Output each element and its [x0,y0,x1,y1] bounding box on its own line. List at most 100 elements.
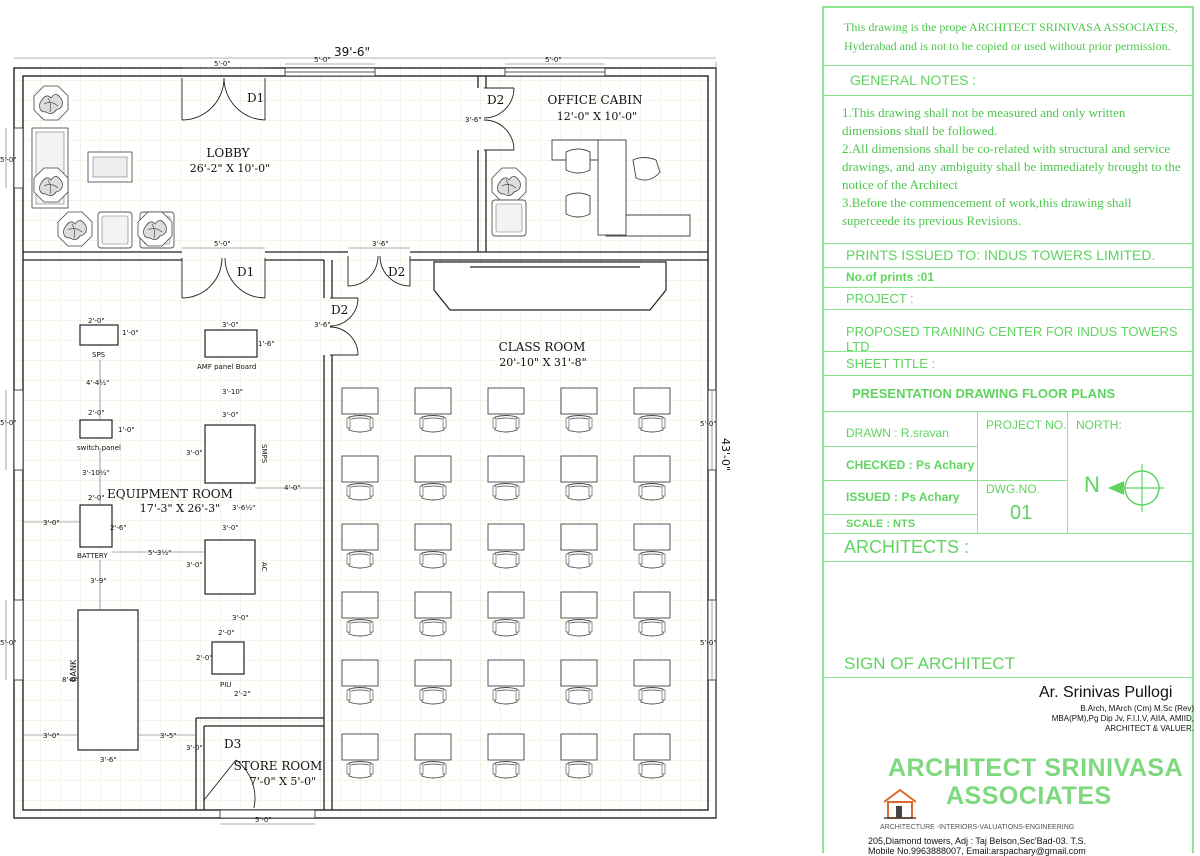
classroom-desk-chair [487,733,525,779]
prints-issued-to: PRINTS ISSUED TO: INDUS TOWERS LIMITED. [846,247,1156,263]
room-office-size: 12'-0" X 10'-0" [557,110,637,123]
svg-text:5'-3½": 5'-3½" [148,549,171,557]
classroom-desk-chair [560,659,598,705]
classroom-desk-chair [560,523,598,569]
label-ac: AC [260,562,268,572]
general-notes-heading: GENERAL NOTES : [850,72,977,88]
sheet-title-row: PRESENTATION DRAWING FLOOR PLANS [824,376,1192,412]
svg-text:3'-10½": 3'-10½" [82,469,110,477]
sheet-title-value: PRESENTATION DRAWING FLOOR PLANS [852,386,1116,401]
room-store-size: 7'-0" X 5'-0" [250,775,316,788]
door-label-d3: D3 [224,737,241,751]
classroom-desk-chair [487,659,525,705]
interior-walls [23,76,708,810]
svg-text:2'-0": 2'-0" [88,317,105,325]
classroom-desk-chair [633,387,671,433]
classroom-desk-chair [414,387,452,433]
classroom-desk-chair [341,387,379,433]
svg-text:5'-0": 5'-0" [214,60,231,68]
overall-width-dim: 39'-6" [334,45,370,59]
sign-of-architect: SIGN OF ARCHITECT [844,654,1015,673]
sign-row: SIGN OF ARCHITECT [824,562,1192,678]
title-block: This drawing is the prope ARCHITECT SRIN… [822,6,1194,856]
firm-logo-icon [883,788,917,819]
project-value: PROPOSED TRAINING CENTER FOR INDUS TOWER… [846,324,1178,354]
dwg-no-value: 01 [1010,502,1033,524]
svg-text:1'-0": 1'-0" [118,426,135,434]
svg-text:3'-0": 3'-0" [186,744,203,752]
office-furniture [551,139,691,237]
svg-text:5'-0": 5'-0" [0,156,17,164]
plan-labels: 39'-6" 43'-0" LOBBY 26'-2" X 10'-0" OFFI… [69,45,732,788]
room-lobby-size: 26'-2" X 10'-0" [190,162,270,175]
svg-text:3'-0": 3'-0" [222,524,239,532]
copyright-text: This drawing is the prope ARCHITECT SRIN… [844,20,1178,53]
svg-text:3'-0": 3'-0" [222,321,239,329]
svg-text:8'-0": 8'-0" [62,676,79,684]
firm-name-line-2: ASSOCIATES [946,782,1112,810]
label-piu: PIU [220,681,231,689]
classroom-desk-chair [414,523,452,569]
svg-text:5'-0": 5'-0" [0,639,17,647]
room-classroom-name: CLASS ROOM [499,340,586,354]
classroom-desk-chair [487,591,525,637]
room-store-name: STORE ROOM [234,759,323,773]
svg-text:3'-9": 3'-9" [90,577,107,585]
classroom-desk-chair [341,659,379,705]
classroom-desk-chair [560,387,598,433]
svg-text:3'-0": 3'-0" [43,519,60,527]
door-label-d2-office: D2 [487,93,504,107]
classroom-desk-chair [633,455,671,501]
note-1: 1.This drawing shall not be measured and… [842,105,1126,138]
issued-by: ISSUED : Ps Achary [846,490,960,504]
no-of-prints-row: No.of prints :01 [824,268,1192,288]
svg-text:4'-0": 4'-0" [284,484,301,492]
svg-text:5'-0": 5'-0" [700,420,717,428]
architect-qualifications: B.Arch, MArch (Cm) M.Sc (Rev) MBA(PM),Pg… [1051,704,1194,733]
lobby-furniture [31,85,527,249]
room-equipment-name: EQUIPMENT ROOM [107,487,233,501]
svg-text:2'-6": 2'-6" [110,524,127,532]
architect-name: Ar. Srinivas Pullogi [1039,684,1173,701]
svg-text:5'-0": 5'-0" [314,56,331,64]
classroom-desk-chair [414,659,452,705]
label-smps: SMPS [260,444,268,464]
svg-text:5'-0": 5'-0" [700,639,717,647]
project-label: PROJECT : [846,291,914,306]
classroom-desk-chair [633,733,671,779]
door-label-d2-class: D2 [388,265,405,279]
svg-text:3'-6": 3'-6" [372,240,389,248]
classroom-desk-chair [633,523,671,569]
checked-by: CHECKED : Ps Achary [846,458,975,472]
svg-text:1'-6": 1'-6" [258,340,275,348]
classroom-desk-chair [487,455,525,501]
door-label-d1-top: D1 [247,91,264,105]
general-notes-list: 1.This drawing shall not be measured and… [842,104,1187,230]
classroom-desk-chair [487,387,525,433]
svg-text:2'-0": 2'-0" [88,409,105,417]
dimension-labels: 5'-0" 5'-0" 5'-0" 5'-0" 5'-0" 5'-0" 5'-0… [0,56,717,824]
no-of-prints: No.of prints :01 [846,270,935,284]
classroom-desk-chair [341,523,379,569]
classroom-desk-chair [560,591,598,637]
svg-text:2'-0": 2'-0" [196,654,213,662]
prints-issued-row: PRINTS ISSUED TO: INDUS TOWERS LIMITED. [824,244,1192,268]
svg-text:3'-0": 3'-0" [186,449,203,457]
doors [181,77,515,809]
scale: SCALE : NTS [846,518,916,530]
firm-name-line-1: ARCHITECT SRINIVASA [888,754,1184,782]
dwg-no-label: DWG.NO. [986,482,1040,496]
north-arrow-icon [1108,464,1164,512]
architects-label: ARCHITECTS : [844,537,970,557]
copyright-row: This drawing is the prope ARCHITECT SRIN… [824,8,1192,66]
project-label-row: PROJECT : [824,288,1192,310]
north-letter: N [1084,472,1100,497]
classroom-desk-chair [560,455,598,501]
project-value-row: PROPOSED TRAINING CENTER FOR INDUS TOWER… [824,310,1192,354]
label-switch: switch panel [77,444,121,452]
classroom-desk-chair [341,591,379,637]
note-2: 2.All dimensions shall be co-related wit… [842,141,1181,192]
svg-text:3'-6": 3'-6" [465,116,482,124]
svg-text:4'-4½": 4'-4½" [86,379,109,387]
svg-text:5'-0": 5'-0" [545,56,562,64]
